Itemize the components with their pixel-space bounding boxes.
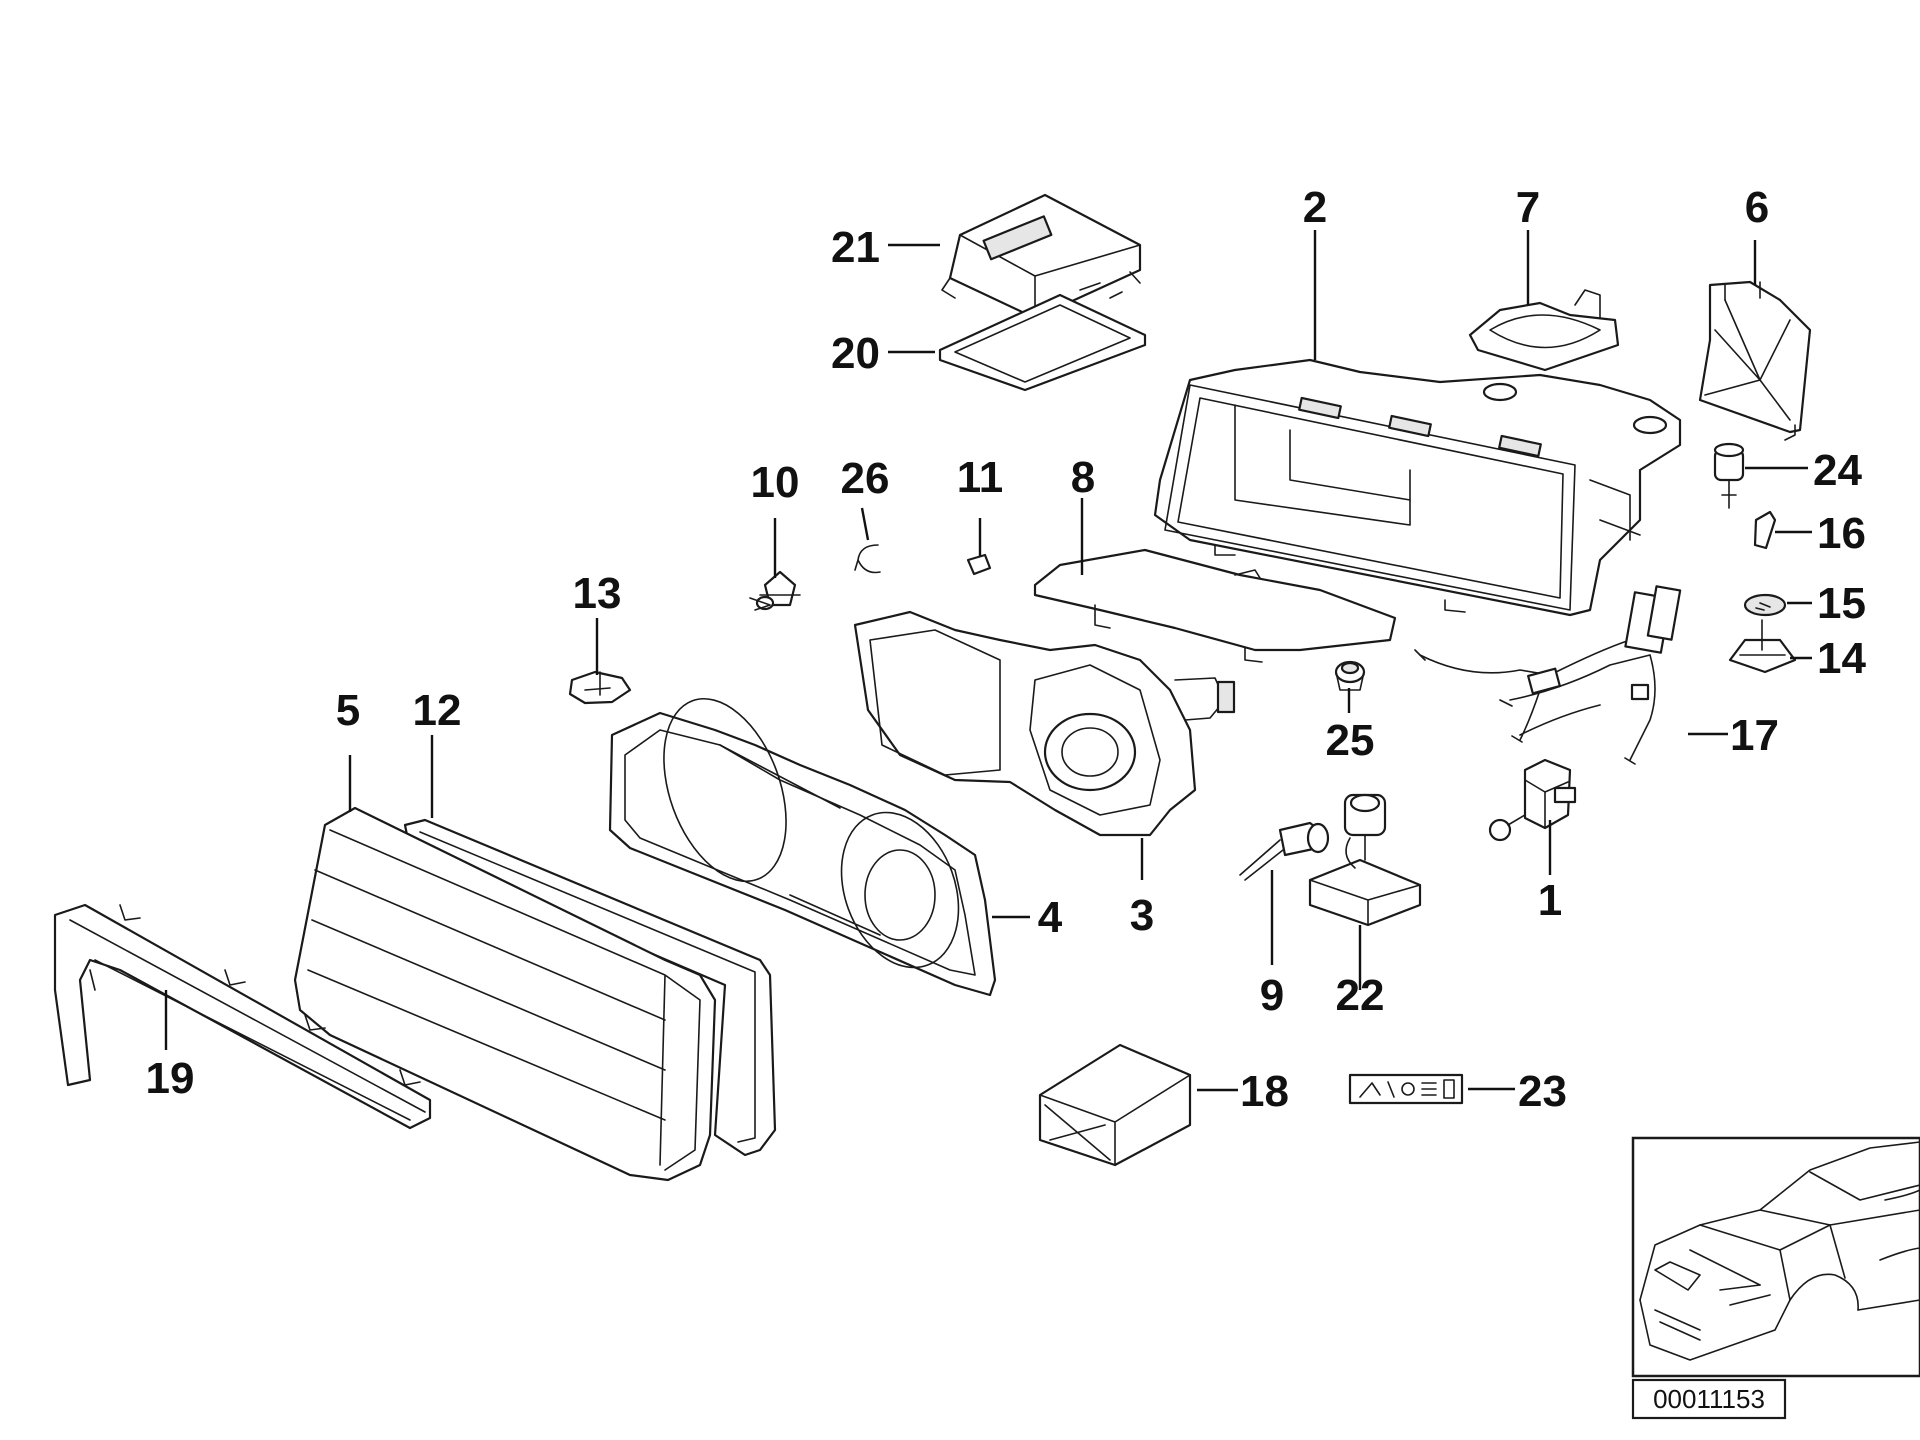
part-21-control-unit <box>941 193 1142 320</box>
part-11-small-clip <box>966 553 992 576</box>
part-22-igniter <box>1308 793 1422 927</box>
part-number-17: 17 <box>1730 711 1779 760</box>
part-number-20: 20 <box>831 329 880 378</box>
part-7-cover <box>1468 289 1620 372</box>
part-5-lens <box>293 806 717 1182</box>
car-silhouette <box>1639 1141 1920 1361</box>
part-number-21: 21 <box>831 223 880 272</box>
part-6-bracket <box>1698 280 1812 441</box>
part-16-clip <box>1753 510 1777 550</box>
part-number-4: 4 <box>1038 893 1063 942</box>
part-number-8: 8 <box>1071 453 1095 502</box>
part-3-reflector <box>853 610 1236 837</box>
part-number-25: 25 <box>1326 716 1375 765</box>
part-number-5: 5 <box>336 686 360 735</box>
part-26-spring-clip <box>854 544 881 574</box>
part-number-3: 3 <box>1130 891 1154 940</box>
part-15-cap <box>1743 593 1787 617</box>
part-number-14: 14 <box>1817 634 1866 683</box>
part-1-bulb-socket <box>1488 758 1577 842</box>
part-8-plate <box>1033 548 1397 663</box>
part-number-26: 26 <box>841 454 890 503</box>
part-number-10: 10 <box>751 458 800 507</box>
part-18-box <box>1038 1043 1192 1167</box>
part-number-2: 2 <box>1303 183 1327 232</box>
part-number-13: 13 <box>573 569 622 618</box>
part-number-19: 19 <box>146 1054 195 1103</box>
part-19-seal-strip <box>53 903 432 1130</box>
leader-lines <box>164 230 1812 1092</box>
part-2-housing <box>1153 358 1682 617</box>
diagram-code: 00011153 <box>1653 1384 1765 1414</box>
part-number-9: 9 <box>1260 971 1284 1020</box>
part-number-7: 7 <box>1516 183 1540 232</box>
part-17-wiring <box>1414 585 1682 765</box>
car-location-inset: 00011153 <box>1631 1136 1920 1420</box>
part-9-sensor <box>1239 821 1330 881</box>
part-number-12: 12 <box>413 686 462 735</box>
part-number-22: 22 <box>1336 971 1385 1020</box>
diagram-code-box <box>1631 1378 1787 1420</box>
part-4-trim-frame <box>608 697 997 997</box>
part-number-1: 1 <box>1538 876 1562 925</box>
part-number-11: 11 <box>957 453 1004 502</box>
part-23-warning-label <box>1348 1073 1464 1105</box>
part-number-labels: 1 2 3 4 5 6 7 8 9 10 11 12 13 14 15 16 1… <box>146 183 1867 1116</box>
part-10-bulb <box>749 570 801 611</box>
part-number-18: 18 <box>1240 1067 1289 1116</box>
part-13-bracket-clip <box>568 670 632 705</box>
part-number-23: 23 <box>1518 1067 1567 1116</box>
part-24-grommet <box>1713 442 1745 509</box>
part-number-24: 24 <box>1813 446 1862 495</box>
part-14-base <box>1728 619 1797 674</box>
part-number-6: 6 <box>1745 183 1769 232</box>
part-number-16: 16 <box>1817 509 1866 558</box>
part-number-15: 15 <box>1817 579 1866 628</box>
part-25-nut <box>1334 660 1366 691</box>
part-20-tray <box>938 282 1147 392</box>
